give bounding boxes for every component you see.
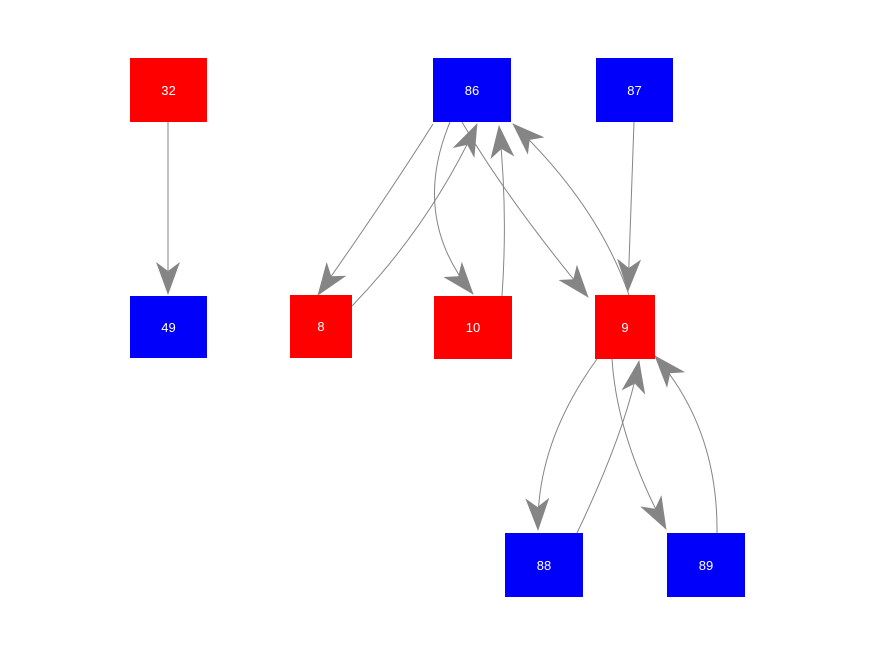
edge-10-to-86 xyxy=(490,125,515,297)
node-label-8: 8 xyxy=(317,319,325,334)
node-label-10: 10 xyxy=(465,320,481,335)
graph-node-10: 10 xyxy=(434,296,512,359)
graph-node-9: 9 xyxy=(595,295,655,359)
node-label-86: 86 xyxy=(464,82,480,98)
graph-node-49: 49 xyxy=(130,296,207,358)
edge-87-to-9 xyxy=(617,121,642,292)
edge-88-to-9 xyxy=(576,360,646,534)
edge-9-to-88 xyxy=(525,358,598,531)
graph-node-88: 88 xyxy=(505,533,583,597)
node-label-89: 89 xyxy=(698,557,714,573)
node-label-49: 49 xyxy=(161,319,176,335)
edge-9-to-89 xyxy=(611,358,667,530)
edge-86-to-10 xyxy=(434,121,474,295)
edge-89-to-9 xyxy=(654,355,718,534)
node-label-88: 88 xyxy=(536,557,552,573)
edges-group xyxy=(156,121,718,534)
graph-node-87: 87 xyxy=(596,58,673,122)
edge-8-to-86 xyxy=(351,123,478,307)
graph-node-89: 89 xyxy=(667,533,745,597)
edge-9-to-86 xyxy=(512,123,630,296)
edge-86-to-9 xyxy=(461,121,589,298)
graph-node-86: 86 xyxy=(433,58,511,122)
edge-86-to-8 xyxy=(317,123,434,296)
graph-node-32: 32 xyxy=(130,58,207,122)
node-label-9: 9 xyxy=(621,319,629,335)
node-label-87: 87 xyxy=(627,82,642,98)
node-label-32: 32 xyxy=(161,82,176,98)
graph-node-8: 8 xyxy=(290,295,352,358)
